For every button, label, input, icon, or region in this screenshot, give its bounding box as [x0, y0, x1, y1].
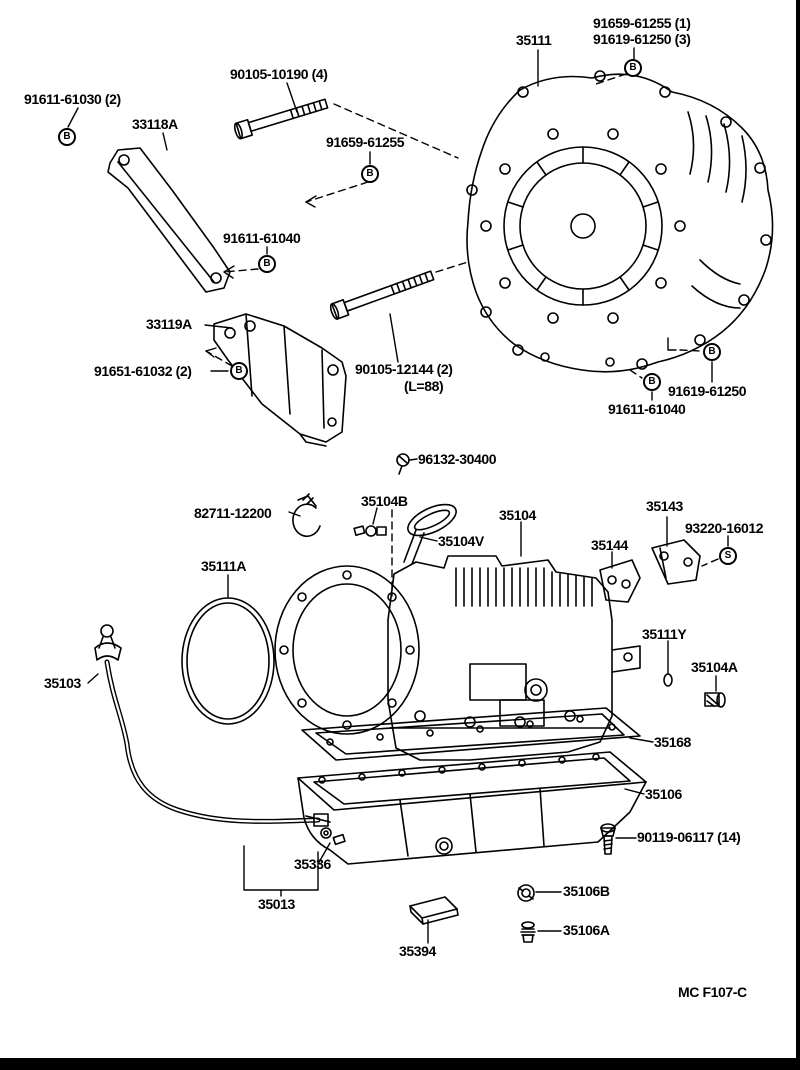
part-label-35104v: 35104V [438, 533, 484, 549]
housing-35111-drawing [466, 70, 774, 373]
marker-b-icon: B [58, 128, 76, 146]
part-label-90105-12144: 90105-12144 (2) [355, 361, 453, 377]
dashed-lines [205, 73, 719, 597]
plate-35143-drawing [651, 539, 701, 585]
marker-b-icon: B [230, 362, 248, 380]
nut-35106b-drawing [517, 884, 535, 902]
part-label-90119-06117: 90119-06117 (14) [637, 829, 741, 845]
gasket-35168-drawing [301, 707, 641, 761]
part-label-35111y: 35111Y [642, 626, 687, 642]
bracket-33119a-drawing [213, 313, 347, 447]
marker-b-icon: B [258, 255, 276, 273]
leader-lines [67, 47, 729, 944]
case-35104-drawing [274, 555, 641, 761]
part-label-82711-12200: 82711-12200 [194, 505, 272, 521]
part-label-35111: 35111 [516, 32, 552, 48]
marker-b-icon: B [703, 343, 721, 361]
marker-b-icon: B [361, 165, 379, 183]
oring-35111y-drawing [663, 673, 673, 687]
clamp-82711-drawing [292, 493, 321, 538]
magnet-35394-drawing [409, 896, 459, 925]
oil-pan-35106-drawing [297, 751, 647, 865]
part-label-91611-61040-left: 91611-61040 [223, 230, 301, 246]
part-label-91659-61255: 91659-61255 [326, 134, 405, 150]
part-label-91651-61032: 91651-61032 (2) [94, 363, 192, 379]
bracket-33118a-drawing [107, 147, 231, 293]
part-label-35104b: 35104B [361, 493, 408, 509]
part-label-91619-61250-right: 91619-61250 [668, 383, 747, 399]
part-label-35168: 35168 [654, 734, 691, 750]
grommet-35336-drawing [320, 827, 346, 846]
marker-s-icon: S [719, 547, 737, 565]
marker-b-icon: B [624, 59, 642, 77]
part-label-35143: 35143 [646, 498, 683, 514]
fitting-35104b-drawing [353, 525, 387, 537]
part-label-33119a: 33119A [146, 316, 192, 332]
part-label-35394: 35394 [399, 943, 436, 959]
filler-tube-35104v-drawing [403, 503, 457, 565]
dashed-arrowheads [205, 195, 317, 358]
part-label-35013: 35013 [258, 896, 295, 912]
scan-right-border [796, 0, 800, 1070]
part-label-93220-16012: 93220-16012 [685, 520, 764, 536]
bolt-90119-icon [600, 823, 616, 855]
part-label-33118a: 33118A [132, 116, 178, 132]
part-label-90105-10190: 90105-10190 (4) [230, 66, 328, 82]
part-label-35104: 35104 [499, 507, 536, 523]
part-label-91611-61040-right: 91611-61040 [608, 401, 686, 417]
oring-35111a-drawing [181, 597, 275, 725]
part-label-96132-30400: 96132-30400 [418, 451, 497, 467]
breather-96132-drawing [396, 453, 410, 475]
scan-bottom-border [0, 1058, 800, 1070]
marker-b-icon: B [643, 373, 661, 391]
part-label-35144: 35144 [591, 537, 628, 553]
page-code: MC F107-C [678, 984, 747, 1000]
part-label-35111a: 35111A [201, 558, 247, 574]
part-label-91619-61250-qty3: 91619-61250 (3) [593, 31, 691, 47]
dipstick-35103-drawing [94, 624, 329, 827]
bolt-90105-12144-drawing [329, 270, 435, 320]
part-label-35106b: 35106B [563, 883, 610, 899]
part-label-91611-61030: 91611-61030 (2) [24, 91, 121, 107]
part-label-35106: 35106 [645, 786, 682, 802]
part-label-91659-61255-qty1: 91659-61255 (1) [593, 15, 691, 31]
part-label-35336: 35336 [294, 856, 331, 872]
part-label-bolt-length-note: (L=88) [404, 378, 444, 394]
plug-35104a-drawing [704, 692, 726, 708]
part-label-35103: 35103 [44, 675, 81, 691]
plate-35144-drawing [599, 559, 641, 603]
part-label-35104a: 35104A [691, 659, 738, 675]
plug-35106a-drawing [520, 921, 536, 943]
part-label-35106a: 35106A [563, 922, 610, 938]
bolt-90105-10190-drawing [233, 98, 329, 140]
